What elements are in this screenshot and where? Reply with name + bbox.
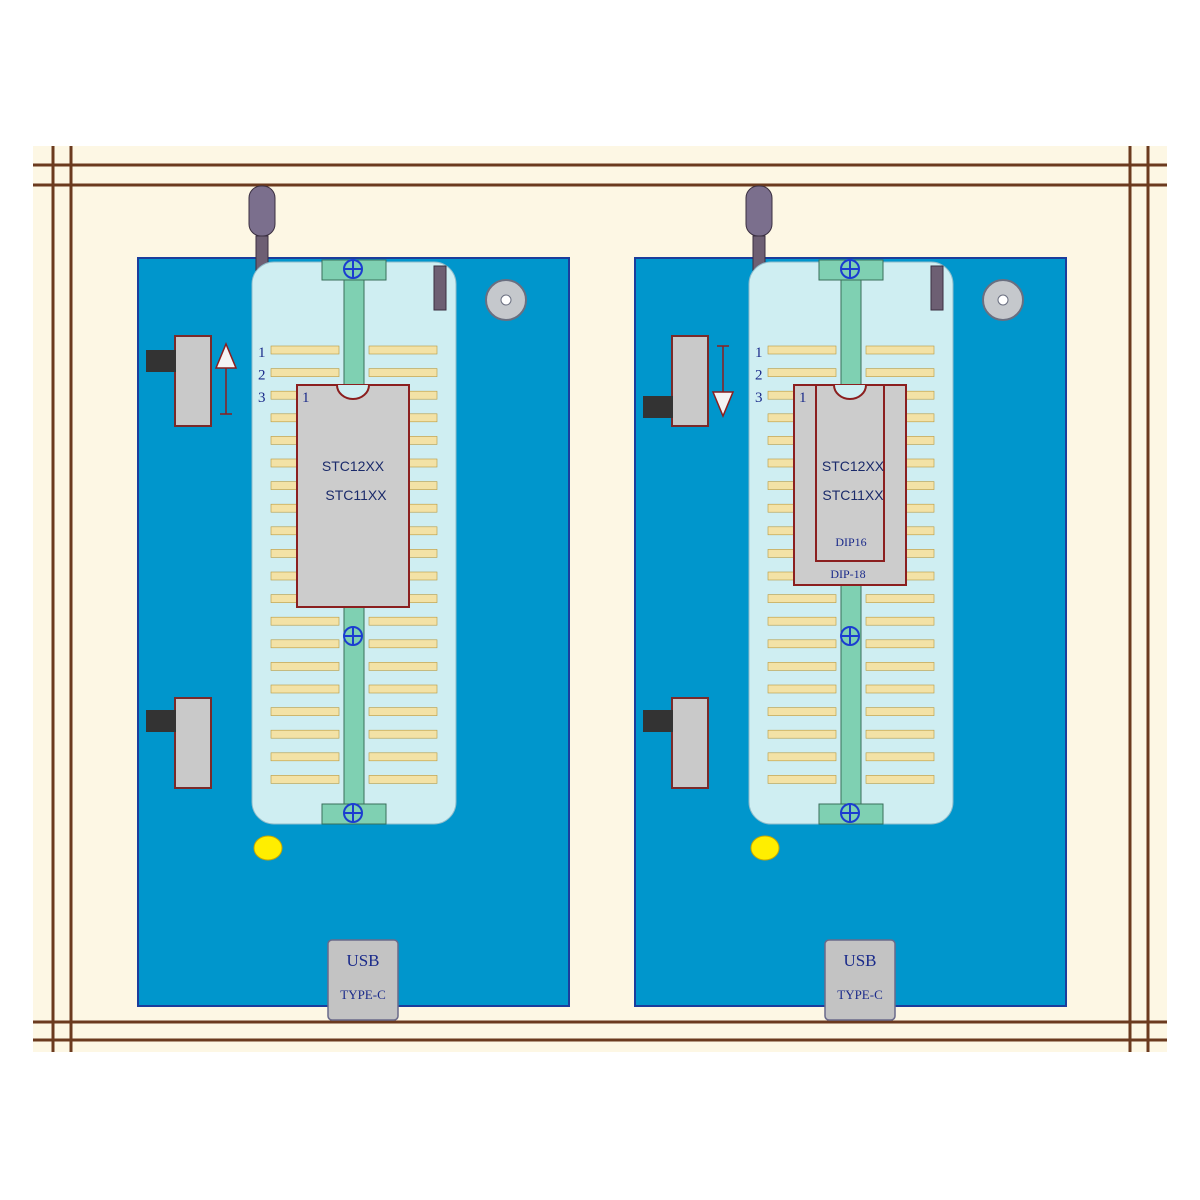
pin-pad-left [767,639,837,649]
chip-body [296,384,410,608]
slide-switch-knob [146,350,176,372]
pin-pad-left [270,616,340,626]
pin-pad-left [270,752,340,762]
pin-pad-left [270,729,340,739]
usb-type-label: TYPE-C [837,987,883,1002]
pin-pad-right [865,707,935,716]
pin-pad-right [865,616,935,626]
mounting-hole-center [997,294,1009,306]
down-arrow-icon [711,391,735,418]
pin-pad-right [865,662,935,671]
pin-pad-right [368,775,438,784]
usb-label: USB [346,951,379,970]
pin-number-label: 2 [755,368,763,384]
chip-pin1-label: 1 [302,390,310,406]
pin-pad-left [767,368,837,377]
pin-number-label: 1 [258,345,266,361]
pin-pad-right [368,639,438,649]
led-indicator [253,835,283,861]
pin-pad-left [767,684,837,694]
pin-number-label: 2 [258,368,266,384]
usb-type-label: TYPE-C [340,987,386,1002]
pin-pad-right [368,707,438,716]
slide-switch-knob [146,710,176,732]
pin-pad-left [767,775,837,784]
slide-switch-upper [174,335,212,427]
slide-switch-knob [643,710,673,732]
pin-number-label: 3 [258,390,266,406]
frame-lines [33,146,1167,1052]
pin-pad-left [270,775,340,784]
pin-pad-left [767,594,837,603]
chip-notch [336,384,370,400]
lever-slot [930,265,944,311]
pin-pad-right [865,639,935,649]
pin-number-label: 1 [755,345,763,361]
pin-pad-right [865,729,935,739]
lever-handle [248,185,276,237]
usb-label: USB [843,951,876,970]
usb-typec-port [824,939,896,1021]
pin-pad-left [270,707,340,716]
pin-pad-right [368,752,438,762]
chip-body-dip18 [793,384,907,586]
chip-notch [833,384,867,400]
slide-switch-lower [671,697,709,789]
dip18-label: DIP-18 [830,567,865,581]
lever-handle [745,185,773,237]
pin-pad-left [270,368,340,377]
pin-pad-left [767,345,837,355]
pin-pad-right [368,684,438,694]
pin-pad-right [865,684,935,694]
chip-pin1-label: 1 [799,390,807,406]
pin-pad-left [270,684,340,694]
up-arrow-icon [214,342,238,369]
pin-pad-left [270,639,340,649]
chip-label: STC12XX [322,458,385,474]
pin-pad-right [865,752,935,762]
pin-pad-left [767,707,837,716]
pin-pad-right [865,345,935,355]
mounting-hole-center [500,294,512,306]
pin-pad-left [767,662,837,671]
pin-pad-right [368,368,438,377]
pin-pad-left [270,345,340,355]
chip-label: STC11XX [822,487,884,503]
led-indicator [750,835,780,861]
pin-pad-right [865,368,935,377]
dip16-label: DIP16 [835,535,866,549]
pin-pad-right [865,594,935,603]
pin-pad-right [368,662,438,671]
slide-switch-lower [174,697,212,789]
lever-slot [433,265,447,311]
pin-pad-left [767,616,837,626]
pin-pad-left [767,752,837,762]
slide-switch-knob [643,396,673,418]
pin-pad-right [865,775,935,784]
chip-label: STC12XX [822,458,885,474]
usb-typec-port [327,939,399,1021]
pin-pad-right [368,729,438,739]
slide-switch-upper [671,335,709,427]
pin-number-label: 3 [755,390,763,406]
pin-pad-right [368,616,438,626]
chip-label: STC11XX [325,487,387,503]
pin-pad-left [270,662,340,671]
pin-pad-right [368,345,438,355]
pin-pad-left [767,729,837,739]
